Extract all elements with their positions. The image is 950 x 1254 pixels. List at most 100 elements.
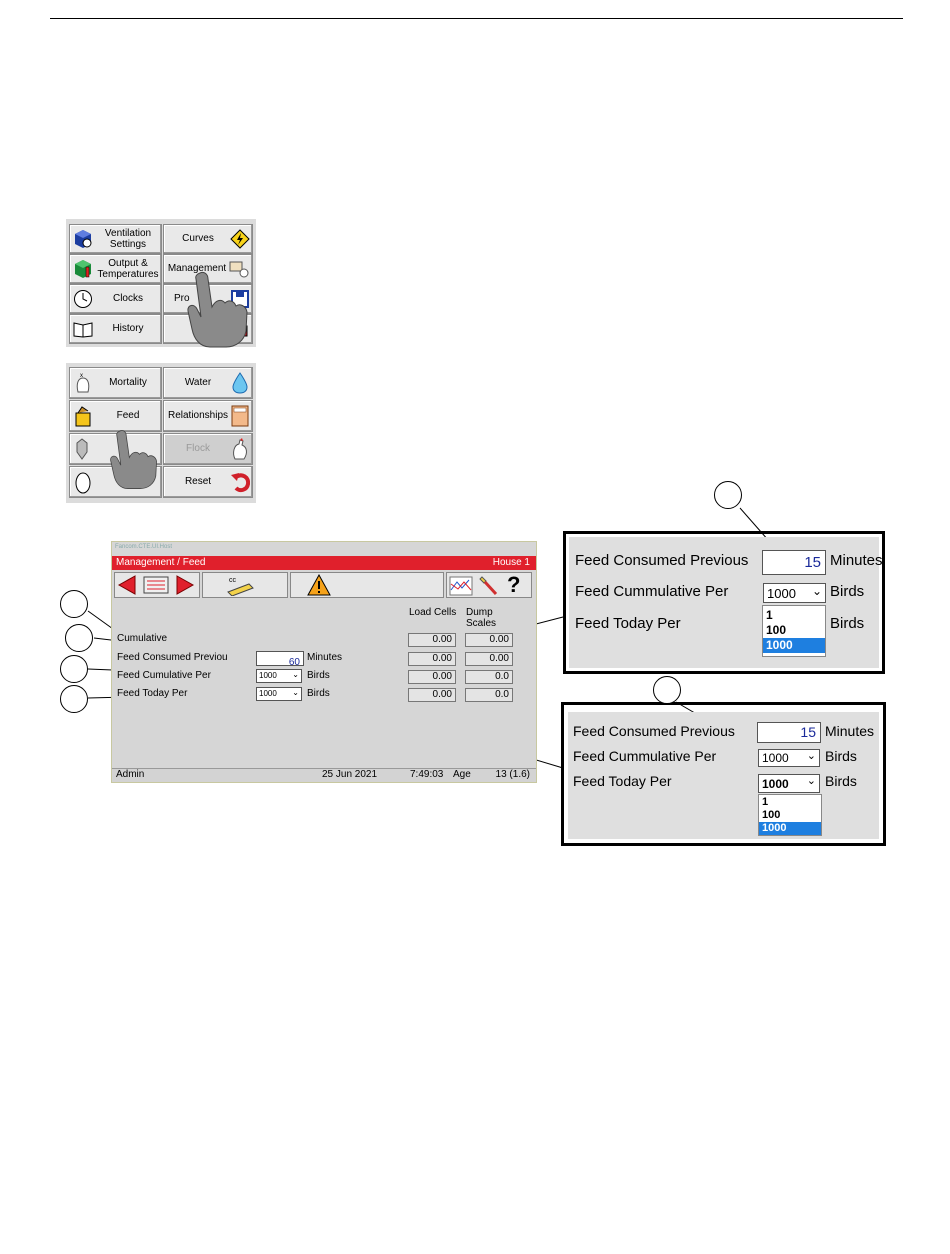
house-label: House 1: [492, 557, 530, 568]
clock-icon: [74, 290, 92, 308]
management-label: Management: [167, 263, 227, 274]
dead-bird-icon: x: [76, 373, 90, 393]
calculator-icon: [231, 405, 249, 427]
cumulative-label: Cumulative: [117, 633, 168, 644]
pointing-hand-icon: [110, 430, 157, 489]
mortality-button[interactable]: x Mortality: [69, 367, 162, 399]
cumulative-load-value: 0.00: [408, 633, 456, 647]
chevron-down-icon: ⌄: [806, 775, 816, 787]
zoom2-feed-cum-unit: Birds: [825, 748, 857, 764]
output-temperatures-button[interactable]: Output &Temperatures: [69, 254, 162, 284]
reset-button[interactable]: Reset: [163, 466, 253, 498]
ventilation-label-l2: Settings: [109, 239, 147, 250]
zoom2-feed-consumed-label: Feed Consumed Previous: [573, 723, 735, 739]
feed-button[interactable]: Feed: [69, 400, 162, 432]
forward-arrow-icon[interactable]: [175, 575, 195, 595]
zoom2-option-1[interactable]: 1: [762, 796, 769, 808]
zoom2-dropdown-list[interactable]: 1 100 1000: [758, 794, 822, 836]
feed-today-load-value: 0.00: [408, 688, 456, 702]
zoom1-feed-cum-label: Feed Cummulative Per: [575, 583, 729, 600]
management-button[interactable]: Management: [163, 254, 253, 284]
mortality-label: Mortality: [109, 377, 147, 388]
calibration-scale-icon[interactable]: cc: [225, 574, 255, 596]
pro-label: Pro: [174, 293, 190, 304]
zoom2-feed-today-select[interactable]: 1000 ⌄: [758, 774, 820, 793]
toolbar-help-group: ?: [446, 572, 532, 598]
zoom1-option-100[interactable]: 100: [766, 623, 787, 637]
flock-button[interactable]: Flock: [163, 433, 253, 465]
feed-consumed-input[interactable]: 60: [256, 651, 304, 668]
help-icon[interactable]: ?: [507, 572, 521, 597]
history-label: History: [112, 323, 144, 334]
zoom-detail-today: Feed Consumed Previous 15 Minutes Feed C…: [561, 702, 886, 846]
warning-icon[interactable]: [307, 574, 331, 596]
zoom2-option-100[interactable]: 100: [762, 809, 781, 821]
load-cells-header: Load Cells: [409, 607, 457, 618]
zoom1-feed-cum-select[interactable]: 1000 ⌄: [763, 583, 826, 603]
zoom2-panel: Feed Consumed Previous 15 Minutes Feed C…: [568, 712, 879, 839]
relationships-button[interactable]: Relationships: [163, 400, 253, 432]
water-label: Water: [184, 377, 212, 388]
management-icon: [229, 261, 249, 278]
zoom1-option-1[interactable]: 1: [766, 608, 773, 622]
flock-label: Flock: [186, 443, 210, 454]
chevron-down-icon: ⌄: [292, 670, 299, 679]
feed-label: Feed: [116, 410, 140, 421]
graph-icon[interactable]: [449, 576, 473, 596]
zoom2-feed-today-unit: Birds: [825, 773, 857, 789]
zoom2-feed-cum-label: Feed Cummulative Per: [573, 748, 717, 764]
zoom1-feed-cum-value: 1000: [767, 586, 796, 601]
feed-management-screen: Fancom.CTE.UI.Host Management / Feed Hou…: [111, 541, 537, 783]
zoom1-feed-cum-unit: Birds: [830, 583, 865, 600]
output-label-l2: Temperatures: [97, 269, 159, 280]
feed-today-select[interactable]: 1000 ⌄: [256, 687, 302, 701]
back-arrow-icon[interactable]: [117, 575, 137, 595]
app-title: Fancom.CTE.UI.Host: [115, 544, 173, 550]
zoom-detail-cumulative: Feed Consumed Previous 15 Minutes Feed C…: [563, 531, 885, 674]
zoom2-feed-cum-select[interactable]: 1000 ⌄: [758, 749, 820, 767]
zoom1-option-1000[interactable]: 1000: [763, 638, 825, 653]
breadcrumb: Management / Feed: [116, 557, 206, 568]
lightning-diamond-icon: [230, 229, 250, 249]
zoom1-feed-consumed-input[interactable]: 15: [762, 550, 826, 575]
toolbar-alarm-group: [290, 572, 444, 598]
zoom2-option-1000[interactable]: 1000: [759, 822, 821, 835]
water-button[interactable]: Water: [163, 367, 253, 399]
feed-consumed-load-value: 0.00: [408, 652, 456, 666]
reset-arrow-icon: [231, 473, 250, 493]
title-bar: Management / Feed House 1: [112, 556, 536, 570]
zoom2-feed-consumed-input[interactable]: 15: [757, 722, 821, 743]
ventilation-cube-icon: [75, 230, 92, 248]
tools-icon[interactable]: [478, 575, 500, 597]
chicken-icon: [233, 438, 247, 460]
dump-scales-header-l1: Dump: [466, 607, 493, 618]
curves-label: Curves: [182, 233, 214, 244]
silo-icon: [76, 438, 88, 460]
pointing-hand-icon: [187, 271, 248, 348]
list-view-icon[interactable]: [143, 576, 169, 594]
history-button[interactable]: History: [69, 314, 162, 344]
zoom2-feed-cum-value: 1000: [762, 751, 789, 765]
status-bar: Admin 25 Jun 2021 7:49:03 Age 13 (1.6): [112, 768, 536, 782]
zoom2-feed-today-value: 1000: [762, 777, 789, 791]
zoom1-dropdown-list[interactable]: 1 100 1000: [762, 605, 826, 657]
feed-consumed-label: Feed Consumed Previou: [117, 652, 228, 663]
zoom1-feed-consumed-unit: Minutes: [830, 552, 883, 569]
clocks-button[interactable]: Clocks: [69, 284, 162, 314]
toolbar-calibrate-group: cc: [202, 572, 288, 598]
water-drop-icon: [232, 372, 248, 394]
curves-button[interactable]: Curves: [163, 224, 253, 254]
svg-text:cc: cc: [229, 577, 237, 584]
feed-cumulative-value: 1000: [259, 671, 277, 680]
zoom1-feed-consumed-value: 15: [804, 554, 821, 571]
feed-cumulative-select[interactable]: 1000 ⌄: [256, 669, 302, 683]
feed-cumulative-label: Feed Cumulative Per: [117, 670, 211, 681]
feed-consumed-dump-value: 0.00: [465, 652, 513, 666]
management-menu-panel: x Mortality Water Feed Relationships Flo…: [66, 363, 256, 503]
egg-icon: [75, 472, 91, 494]
zoom2-feed-consumed-unit: Minutes: [825, 723, 875, 739]
reset-label: Reset: [184, 476, 212, 487]
feed-bag-icon: [75, 406, 91, 427]
